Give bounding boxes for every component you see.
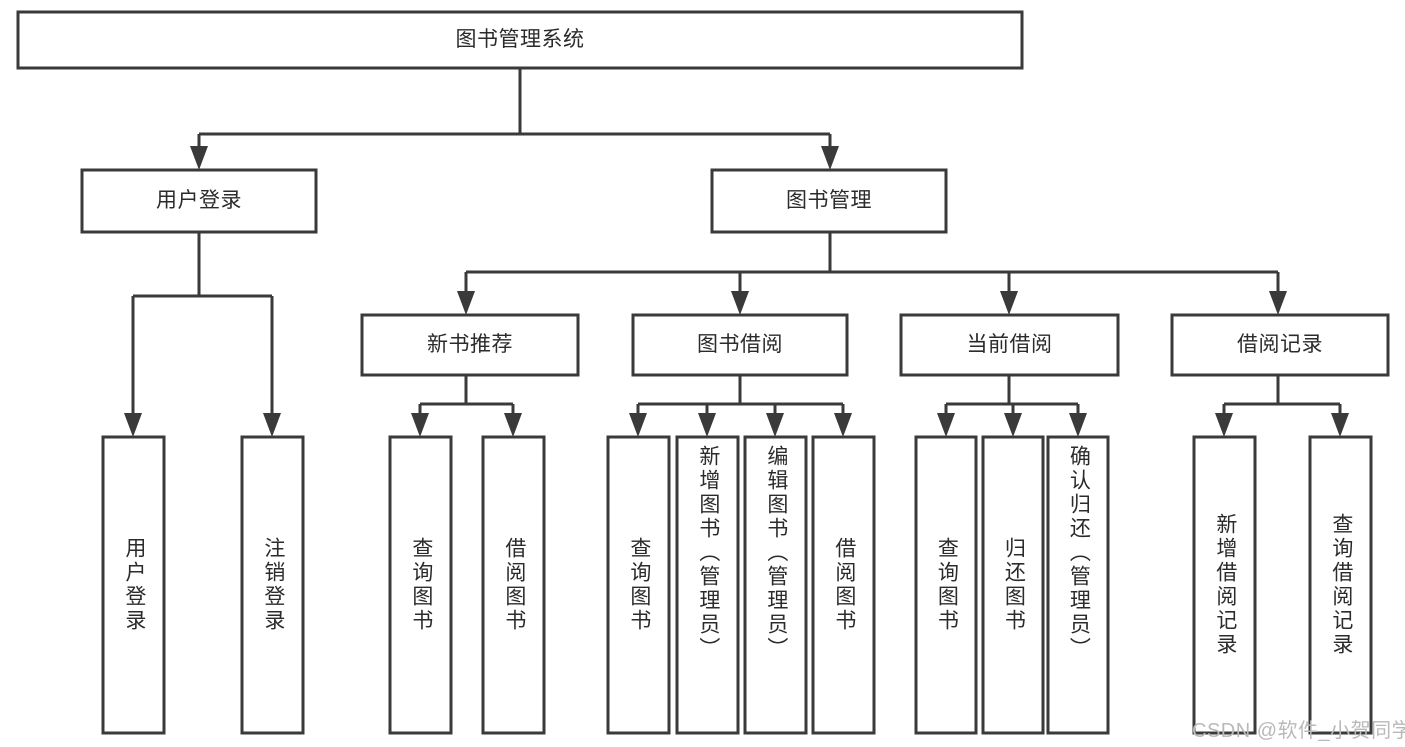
node-box-user-login[interactable] [80,168,318,234]
arrow-user-login-leaf-1 [124,413,142,437]
node-box-leaf-query-record[interactable] [1308,435,1373,735]
node-box-current-borrow[interactable] [899,313,1120,377]
node-box-leaf-query-book-2[interactable] [606,435,671,735]
node-box-leaf-borrow-book-1[interactable] [481,435,546,735]
arrow-bm-to-borrow-record [1269,291,1287,315]
arrow-nbr-leaf-2 [504,413,522,437]
node-box-book-manage[interactable] [710,168,948,234]
node-box-root[interactable] [16,10,1024,70]
node-box-new-book-recommend[interactable] [360,313,580,377]
node-box-leaf-query-book-3[interactable] [914,435,978,735]
arrow-bb-leaf-3 [766,413,784,437]
node-box-leaf-edit-book[interactable] [743,435,808,735]
arrow-root-to-book-manage [821,146,839,170]
arrow-bb-leaf-2 [698,413,716,437]
arrow-bm-to-current-borrow [1000,291,1018,315]
node-box-leaf-user-login[interactable] [101,435,166,735]
node-box-leaf-return-book[interactable] [981,435,1045,735]
node-box-leaf-add-record[interactable] [1192,435,1257,735]
arrow-bb-leaf-4 [834,413,852,437]
arrow-cb-leaf-2 [1004,413,1022,437]
arrow-cb-leaf-3 [1069,413,1087,437]
csdn-watermark: CSDN @软件_小贺同学 [1192,720,1405,742]
node-box-leaf-confirm-return[interactable] [1046,435,1110,735]
arrow-bm-to-book-borrow [731,291,749,315]
arrow-nbr-leaf-1 [411,413,429,437]
node-box-leaf-user-logout[interactable] [240,435,305,735]
node-box-leaf-query-book-1[interactable] [388,435,453,735]
arrow-bm-to-new-book-recommend [457,291,475,315]
node-box-leaf-borrow-book-2[interactable] [811,435,876,735]
arrow-cb-leaf-1 [937,413,955,437]
nodes-group [16,10,1390,735]
node-box-book-borrow[interactable] [631,313,849,377]
node-box-leaf-add-book[interactable] [675,435,740,735]
arrow-br-leaf-2 [1331,413,1349,437]
arrow-br-leaf-1 [1215,413,1233,437]
node-box-borrow-record[interactable] [1170,313,1390,377]
arrow-bb-leaf-1 [629,413,647,437]
edges-group [124,68,1349,437]
arrow-root-to-user-login [190,146,208,170]
arrow-user-login-leaf-2 [263,413,281,437]
